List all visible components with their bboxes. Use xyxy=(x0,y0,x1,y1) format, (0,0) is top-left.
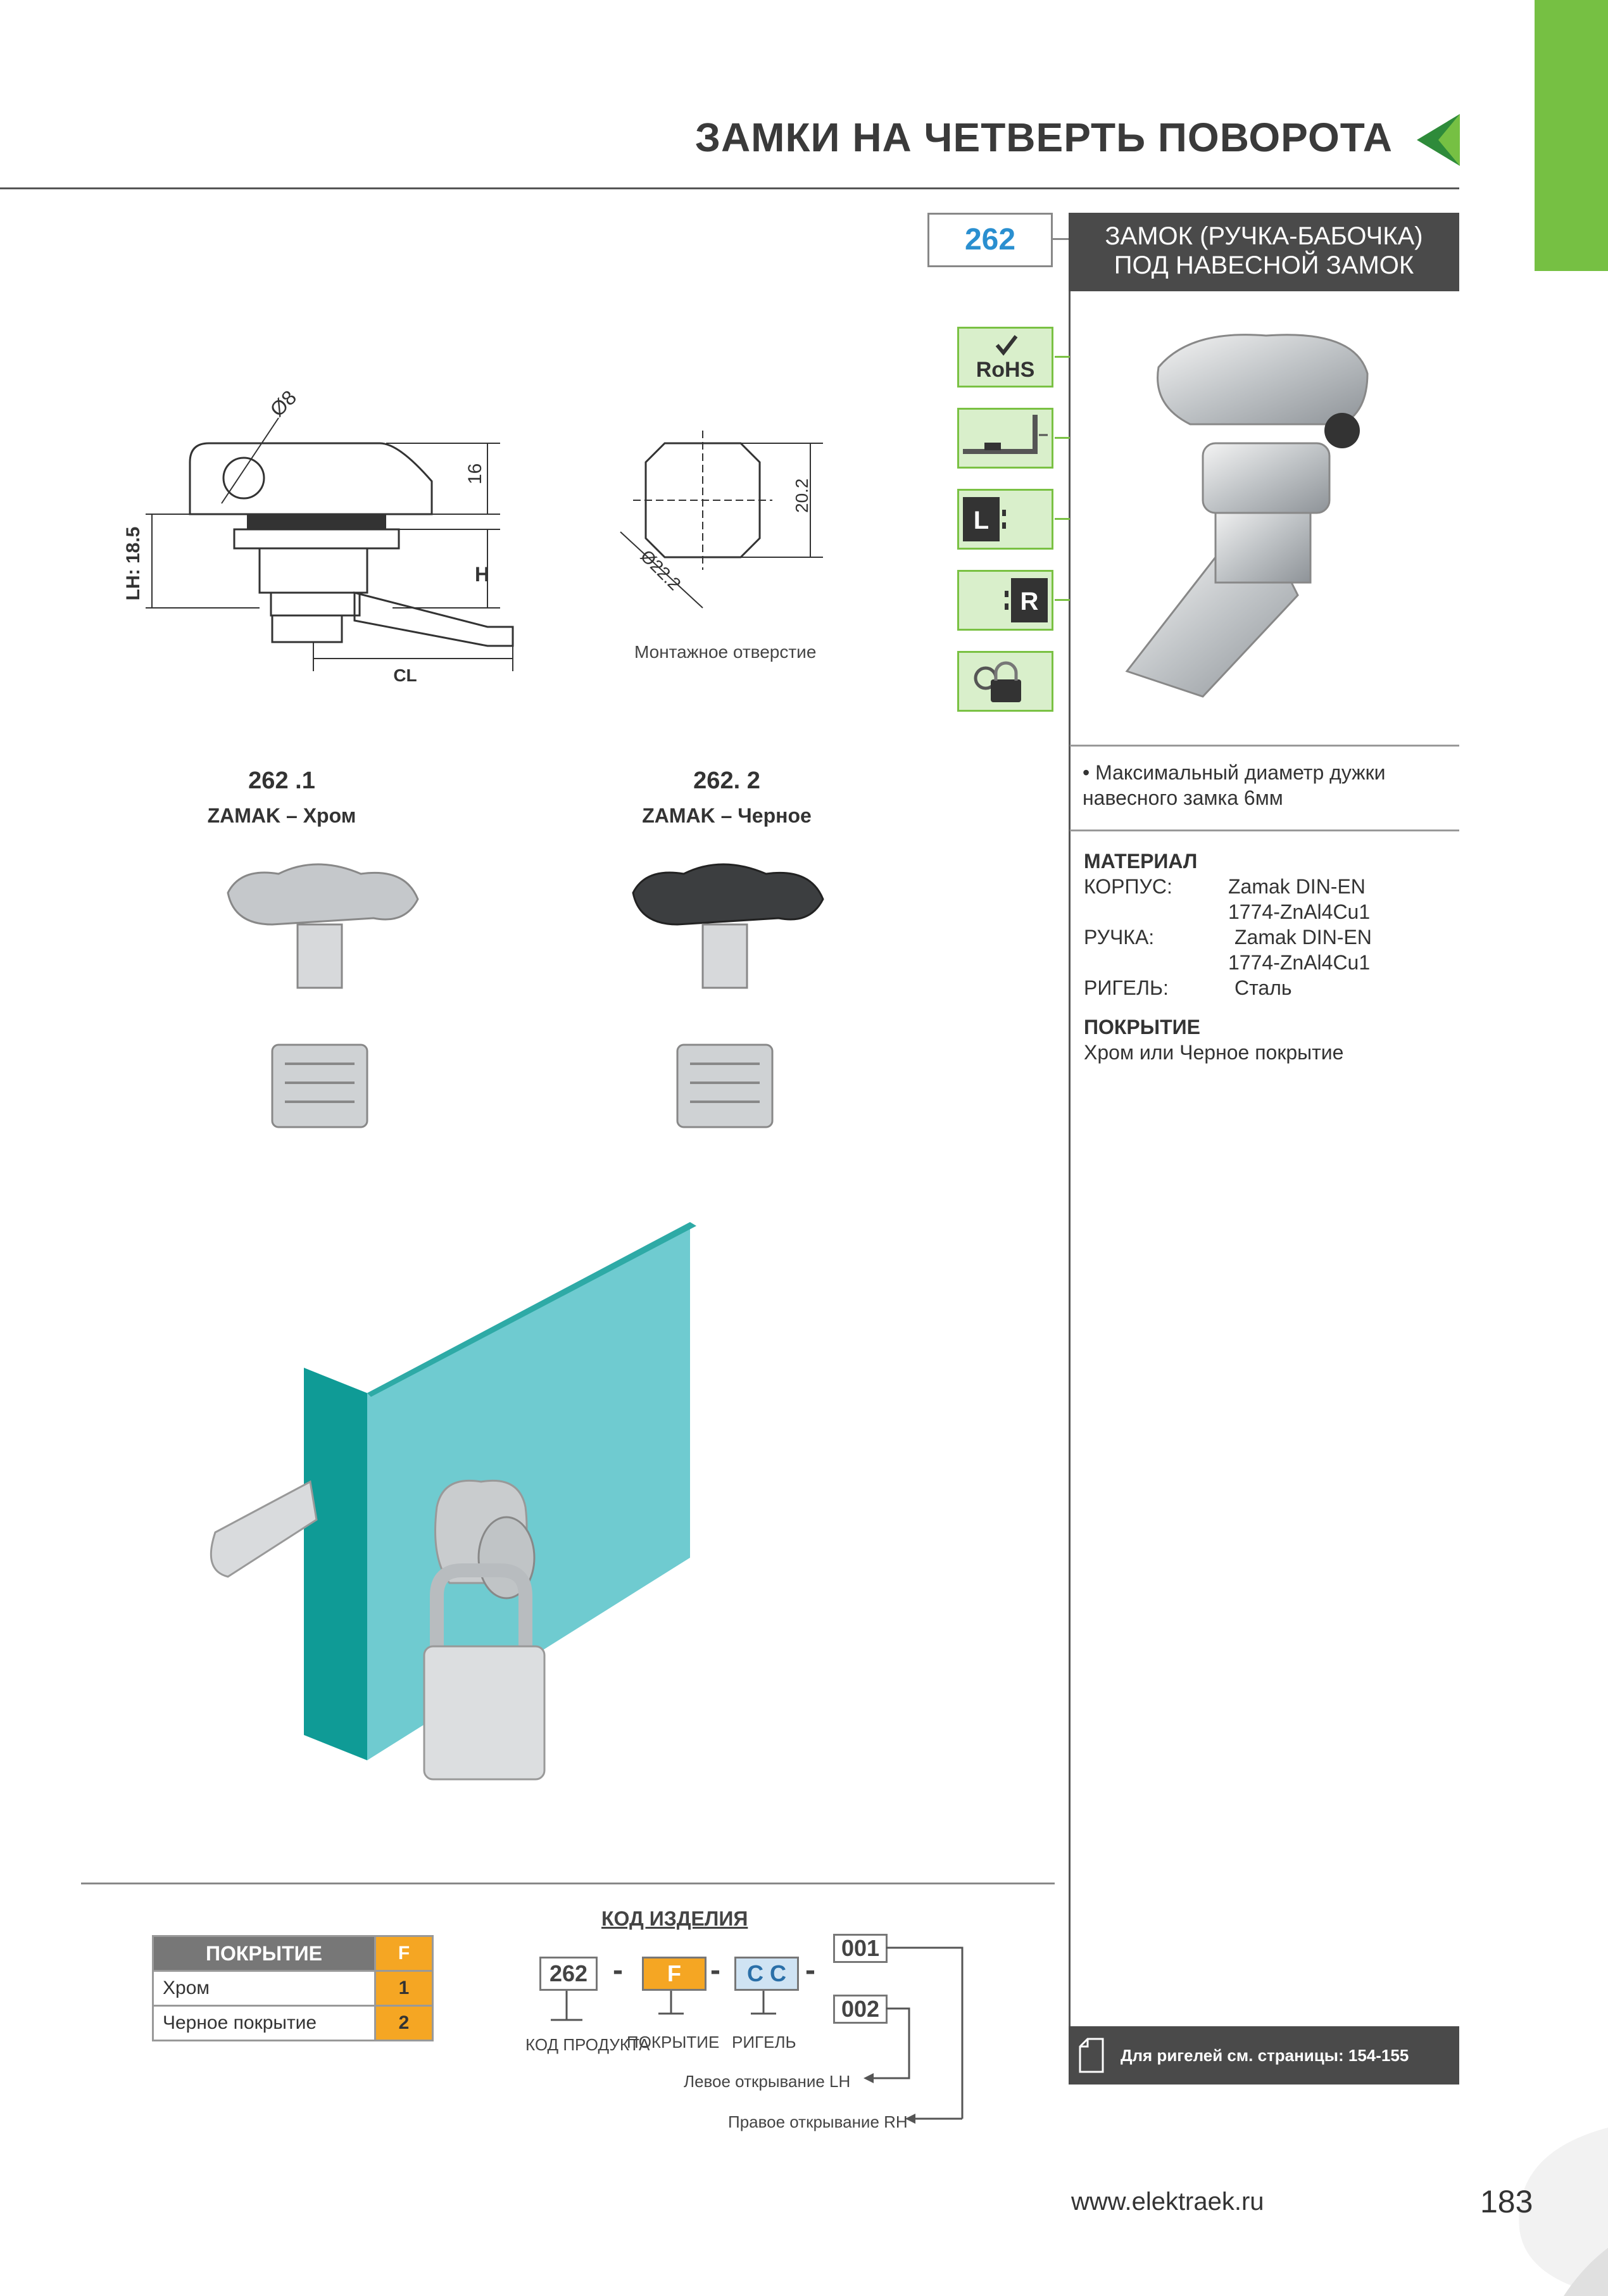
product-name-line1: ЗАМОК (РУЧКА-БАБОЧКА) xyxy=(1105,222,1423,250)
right-open-icon: R xyxy=(957,570,1053,631)
body-label: КОРПУС: xyxy=(1084,875,1172,898)
mounting-hole-drawing: 20.2 Ø22.2 xyxy=(620,431,823,609)
code-separator: - xyxy=(805,1953,815,1987)
document-icon xyxy=(1079,2038,1104,2073)
product-name-line2: ПОД НАВЕСНОЙ ЗАМОК xyxy=(1114,251,1414,279)
variant-material: ZAMAK – Хром xyxy=(207,804,356,827)
table-cell: 1 xyxy=(374,1970,434,2007)
bolt-label: РИГЕЛЬ: xyxy=(1084,976,1169,999)
page-curl xyxy=(1519,2128,1608,2296)
variant-chrome-image xyxy=(227,863,419,1128)
variant-code: 262 .1 xyxy=(248,767,315,794)
bottom-rule xyxy=(81,1883,1055,1884)
table-header: ПОКРЫТИЕ xyxy=(152,1935,376,1972)
mounting-hole-label: Монтажное отверстие xyxy=(634,642,817,662)
title-arrow-icon xyxy=(1417,114,1460,166)
header-rule xyxy=(0,187,1459,189)
code-label-lh: Левое открывание LH xyxy=(684,2072,851,2091)
product-name: ЗАМОК (РУЧКА-БАБОЧКА) ПОД НАВЕСНОЙ ЗАМОК xyxy=(1069,213,1459,291)
variant-code: 262. 2 xyxy=(693,767,760,794)
code-product-box: 262 xyxy=(539,1957,598,1991)
svg-text:R: R xyxy=(1021,588,1039,615)
bolt-pages-note: Для ригелей см. страницы: 154-155 xyxy=(1069,2026,1459,2085)
code-label-bolt: РИГЕЛЬ xyxy=(732,2033,796,2052)
svg-text:CL: CL xyxy=(393,665,417,685)
code-connector xyxy=(1051,238,1070,240)
icon-connector xyxy=(1055,437,1070,439)
code-separator: - xyxy=(710,1953,720,1987)
code-option-001: 001 xyxy=(833,1934,888,1963)
code-separator: - xyxy=(613,1953,623,1987)
table-cell: Черное покрытие xyxy=(152,2005,376,2041)
item-code-title: КОД ИЗДЕЛИЯ xyxy=(601,1907,748,1930)
left-open-icon: L xyxy=(957,489,1053,550)
icon-connector xyxy=(1055,599,1070,601)
handle-label: РУЧКА: xyxy=(1084,926,1155,949)
code-label-coating: ПОКРЫТИЕ xyxy=(627,2033,720,2052)
code-connectors xyxy=(551,1946,964,2124)
application-illustration xyxy=(210,1222,696,1781)
table-row: Черное покрытие 2 xyxy=(152,2005,434,2041)
table-cell: 2 xyxy=(374,2005,434,2041)
svg-text:Ø8: Ø8 xyxy=(265,386,301,421)
body-value: Zamak DIN-EN xyxy=(1228,875,1366,898)
material-heading: МАТЕРИАЛ xyxy=(1084,850,1198,873)
svg-text:H: H xyxy=(475,563,489,586)
divider xyxy=(1070,829,1459,831)
svg-text:LH: 18.5: LH: 18.5 xyxy=(123,527,144,601)
rohs-icon: RoHS xyxy=(957,327,1053,388)
technical-drawing: Ø8 16 LH: 18.5 H CL xyxy=(123,386,514,685)
icon-connector xyxy=(1055,356,1070,358)
body-value: 1774-ZnAl4Cu1 xyxy=(1228,900,1371,923)
coating-heading: ПОКРЫТИЕ xyxy=(1084,1016,1200,1038)
product-photo xyxy=(1125,334,1369,698)
table-cell: Хром xyxy=(152,1970,376,2007)
code-coating-box: F xyxy=(642,1957,707,1991)
variant-black-image xyxy=(632,863,824,1128)
handle-value: 1774-ZnAl4Cu1 xyxy=(1228,951,1371,974)
code-label-product: КОД ПРОДУКТА xyxy=(525,2035,650,2054)
feature-bullet: • Максимальный диаметр дужки навесного з… xyxy=(1083,761,1386,809)
bolt-value: Сталь xyxy=(1234,976,1292,999)
column-divider xyxy=(1069,291,1071,2085)
padlock-icon xyxy=(957,651,1053,712)
product-code: 262 xyxy=(927,213,1053,267)
svg-text:RoHS: RoHS xyxy=(976,358,1035,382)
code-label-rh: Правое открывание RH xyxy=(728,2112,908,2131)
coating-table: ПОКРЫТИЕ F Хром 1 Черное покрытие 2 xyxy=(152,1935,434,2041)
page-number: 183 xyxy=(1480,2184,1533,2219)
table-row: Хром 1 xyxy=(152,1970,434,2007)
variant-material: ZAMAK – Черное xyxy=(642,804,812,827)
table-header: F xyxy=(374,1935,434,1972)
section-tab xyxy=(1535,0,1608,271)
svg-text:16: 16 xyxy=(465,464,486,484)
note-text: Для ригелей см. страницы: 154-155 xyxy=(1121,2046,1409,2065)
svg-text:L: L xyxy=(974,507,989,534)
coating-value: Хром или Черное покрытие xyxy=(1084,1041,1344,1064)
footer-url[interactable]: www.elektraek.ru xyxy=(1071,2188,1264,2216)
panel-mount-icon xyxy=(957,408,1053,469)
table-header-row: ПОКРЫТИЕ F xyxy=(152,1935,434,1972)
svg-text:20.2: 20.2 xyxy=(792,479,812,514)
page-title: ЗАМКИ НА ЧЕТВЕРТЬ ПОВОРОТА xyxy=(694,115,1393,160)
divider xyxy=(1070,745,1459,747)
handle-value: Zamak DIN-EN xyxy=(1234,926,1372,949)
code-bolt-box: C C xyxy=(734,1957,799,1991)
icon-connector xyxy=(1055,518,1070,520)
code-option-002: 002 xyxy=(833,1995,888,2024)
